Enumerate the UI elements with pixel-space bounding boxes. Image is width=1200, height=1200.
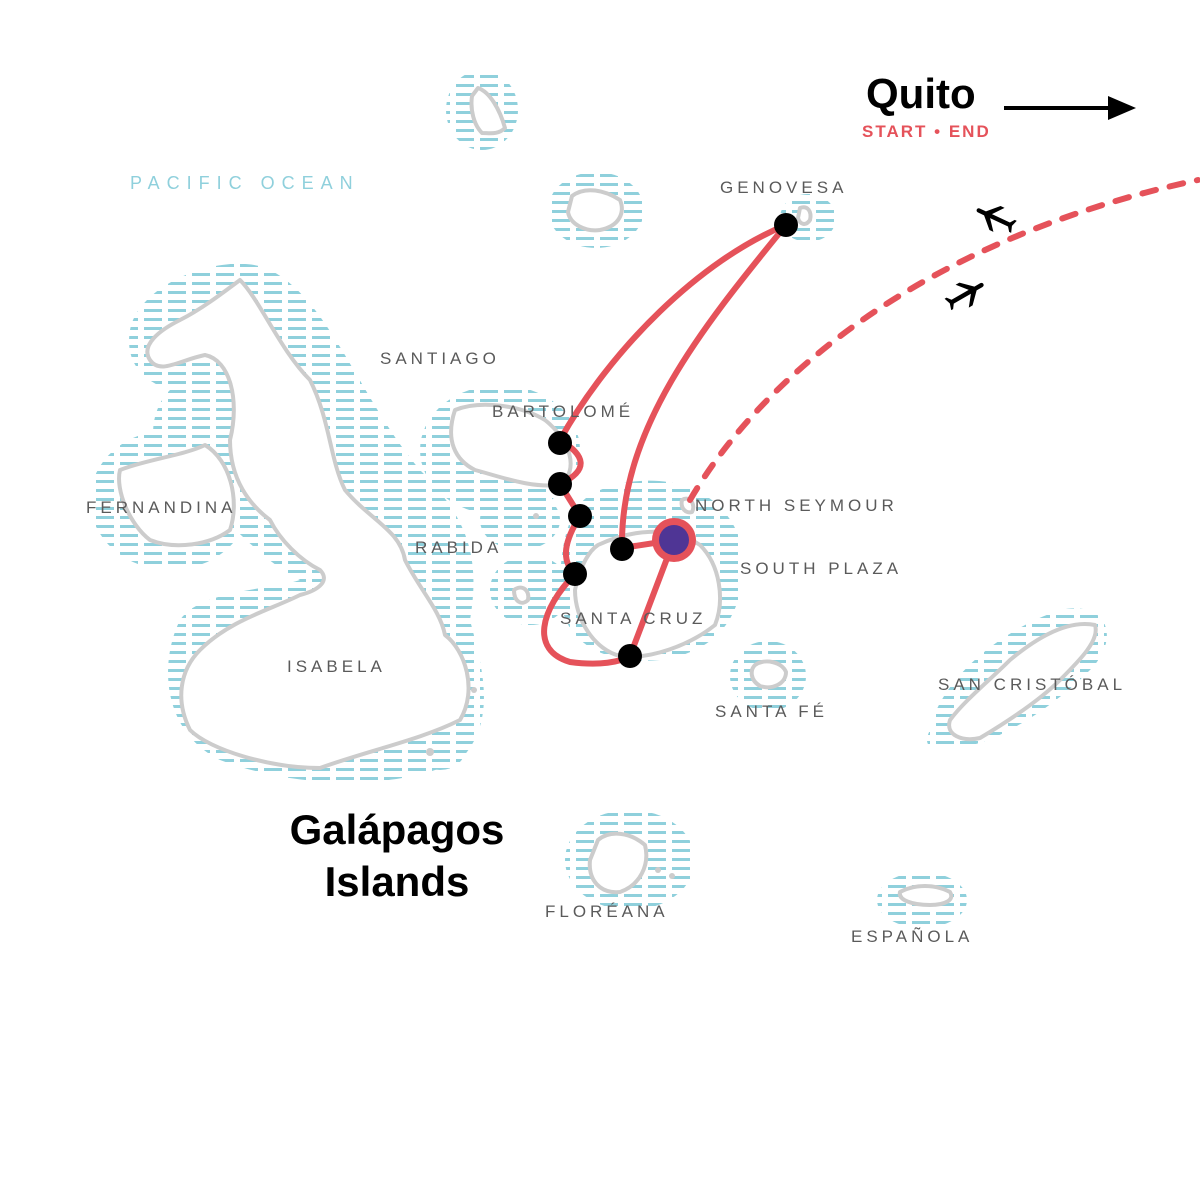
label-isabela: ISABELA xyxy=(287,657,386,676)
gateway-city: Quito xyxy=(866,70,976,117)
island-outlines xyxy=(117,86,1098,907)
title-line-1: Galápagos xyxy=(289,806,505,853)
island-fernandina xyxy=(117,443,236,548)
separator: • xyxy=(934,122,943,141)
island-santa-cruz xyxy=(573,529,722,659)
arrow-right-icon xyxy=(1004,96,1136,120)
label-san-cristobal: SAN CRISTÓBAL xyxy=(938,675,1127,694)
label-genovesa: GENOVESA xyxy=(720,178,848,197)
label-floreana: FLORÉANA xyxy=(545,902,669,921)
label-fernandina: FERNANDINA xyxy=(86,498,237,517)
stop-bartolome-1 xyxy=(548,431,572,455)
ocean-label: PACIFIC OCEAN xyxy=(130,173,360,193)
start-end-marker[interactable] xyxy=(652,518,696,562)
island-genovesa xyxy=(796,205,813,226)
label-santa-cruz: SANTA CRUZ xyxy=(560,609,707,628)
flight-route xyxy=(687,177,1200,503)
island-san-cristobal xyxy=(947,622,1098,741)
island-floreana xyxy=(587,831,649,895)
island-espanola xyxy=(897,884,954,907)
map-title: Galápagos Islands xyxy=(262,804,532,908)
label-rabida: RABIDA xyxy=(415,538,503,557)
island-unnamed-north xyxy=(469,86,507,136)
island-santa-fe xyxy=(749,659,788,690)
end-label: END xyxy=(948,122,991,141)
island-rabida xyxy=(512,585,531,605)
label-south-plaza: SOUTH PLAZA xyxy=(740,559,903,578)
label-santa-fe: SANTA FÉ xyxy=(715,702,828,721)
title-line-2: Islands xyxy=(324,858,470,905)
island-isabela xyxy=(145,278,471,770)
airplane-icon xyxy=(976,206,1017,233)
airplane-icon xyxy=(944,282,984,311)
label-santiago: SANTIAGO xyxy=(380,349,500,368)
stop-bartolome-2 xyxy=(548,472,572,496)
stop-north-seymour xyxy=(610,537,634,561)
label-bartolome: BARTOLOMÉ xyxy=(492,402,635,421)
gateway-role: START • END xyxy=(862,122,991,142)
stop-santa-cruz-south xyxy=(618,644,642,668)
label-espanola: ESPAÑOLA xyxy=(851,927,974,946)
route-stops xyxy=(548,213,798,668)
stop-rabida xyxy=(568,504,592,528)
label-north-seymour: NORTH SEYMOUR xyxy=(695,496,898,515)
island-unnamed-pinta xyxy=(566,188,624,233)
stop-santa-cruz-west xyxy=(563,562,587,586)
start-label: START xyxy=(862,122,928,141)
stop-genovesa xyxy=(774,213,798,237)
